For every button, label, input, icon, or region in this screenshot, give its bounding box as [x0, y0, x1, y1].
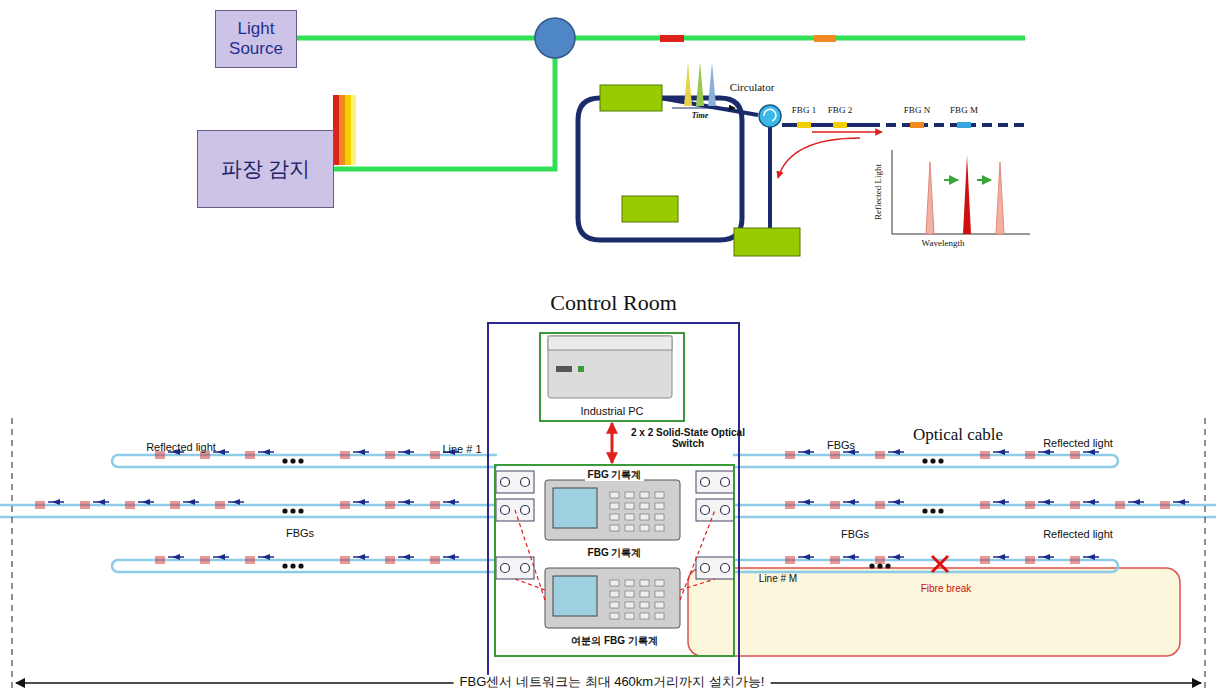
switch-link [515, 510, 715, 600]
node-text: FBG 기록계 [585, 469, 645, 481]
switch-port [696, 499, 734, 521]
annotation: Time [692, 112, 709, 121]
port-dots [501, 478, 730, 573]
node-text: FBG 기록계 [585, 547, 645, 559]
annotation: Line # 1 [442, 443, 481, 455]
fibre-connector [297, 38, 555, 169]
fbg-interrogator [545, 568, 680, 628]
switch-port [496, 557, 534, 579]
signal-arrow [812, 131, 882, 133]
fbg-grating [660, 35, 684, 42]
pulse [708, 62, 716, 106]
node-text: 여분의 FBG 기록계 [568, 635, 661, 647]
annotation: FBGs [286, 527, 314, 539]
pulse [684, 62, 692, 106]
break-mark [932, 556, 948, 572]
extent-bracket [1205, 418, 1206, 690]
extent-bracket [12, 418, 13, 690]
fbg-grating [833, 122, 847, 128]
fibre-loop [578, 98, 742, 240]
shift-arrow [944, 179, 958, 181]
annotation: Reflected light [1043, 528, 1113, 540]
fbg-interrogator [545, 480, 680, 540]
pc-led [578, 366, 584, 372]
node-text: Industrial PC [541, 405, 683, 417]
fibre-line [870, 123, 1030, 127]
industrial-pc [548, 336, 672, 398]
annotation: Reflected Light [874, 164, 884, 220]
switch-port [696, 471, 734, 493]
signal-arrow [778, 138, 860, 178]
annotation: FBG 2 [828, 106, 852, 116]
annotation: Circulator [730, 81, 775, 93]
optical-component [600, 85, 662, 111]
time-axis [672, 108, 735, 109]
detector-box: 파장 감지 [197, 130, 334, 208]
fbg-grating [797, 122, 811, 128]
circulator [759, 105, 781, 127]
annotation: Optical cable [913, 426, 1003, 445]
annotation: FBG 1 [792, 106, 816, 116]
pc-box: Industrial PC [539, 332, 685, 422]
switch-port [496, 471, 534, 493]
annotation: Wavelength [922, 239, 965, 249]
annotation: FBG센서 네트워크는 최대 460km거리까지 설치가능! [454, 675, 771, 689]
fibre-network [0, 449, 1216, 572]
annotation: Line # M [759, 573, 797, 584]
optical-component [622, 196, 678, 222]
pc-port [556, 366, 572, 372]
annotation: Reflected light [146, 441, 216, 453]
annotation: FBG M [950, 106, 978, 116]
plot-axis [892, 150, 1030, 234]
data-link [611, 423, 614, 463]
shift-arrow [977, 179, 991, 181]
interrogator-group: FBG 기록계 FBG 기록계여분의 FBG 기록계 [494, 464, 735, 657]
fbg-grating [910, 122, 924, 128]
spectrum-bar [339, 95, 345, 165]
control-room: Control RoomIndustrial PCFBG 기록계FBG 기록계여… [487, 322, 740, 683]
fbg-grating [957, 122, 971, 128]
screen [553, 488, 597, 528]
pulse [696, 62, 704, 106]
spectrum-bar [351, 95, 356, 165]
coupler [535, 18, 575, 58]
annotation: Fibre break [921, 583, 972, 594]
node-text: 파장 감지 [221, 157, 311, 181]
spectrum-bar [345, 95, 351, 165]
circulator-symbol [764, 109, 776, 121]
spectrum-peak [926, 162, 934, 234]
annotation: FBG N [904, 106, 930, 116]
detector [734, 228, 800, 256]
fault-region [688, 568, 1180, 656]
annotation: Reflected light [1043, 437, 1113, 449]
spectrum-peak [996, 162, 1004, 234]
annotation: FBGs [841, 528, 869, 540]
fibre-line [782, 123, 870, 127]
pc-top [548, 336, 672, 350]
switch-port [696, 557, 734, 579]
annotation: 2 x 2 Solid-State Optical Switch [628, 427, 748, 449]
node-text: Light Source [218, 19, 294, 58]
spectrum-peak [963, 155, 971, 234]
screen [553, 576, 597, 616]
fibre-line [768, 127, 772, 230]
fibre-line [555, 36, 1025, 41]
annotation: FBGs [827, 439, 855, 451]
source-box: Light Source [215, 10, 297, 68]
fbg-grating [814, 35, 836, 42]
node-text: Control Room [489, 290, 738, 316]
